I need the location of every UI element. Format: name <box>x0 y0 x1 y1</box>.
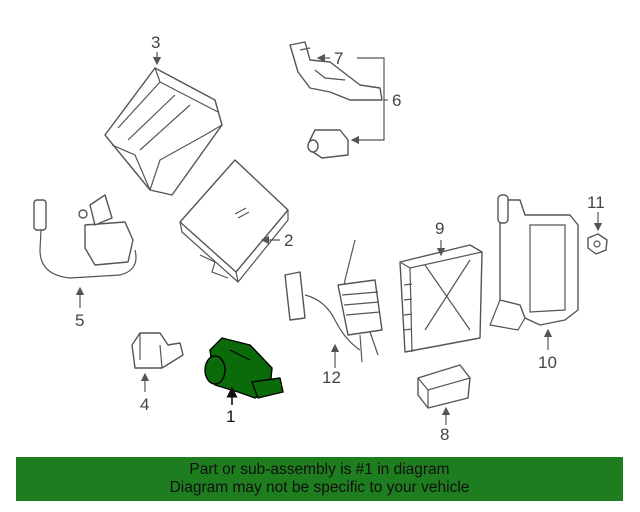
part-6-switch[interactable] <box>307 129 349 159</box>
part-10-frame[interactable] <box>489 194 579 331</box>
callout-2: 2 <box>284 231 293 250</box>
callout-4: 4 <box>140 395 149 414</box>
part-8-module[interactable] <box>417 364 471 409</box>
part-1-highlighted[interactable] <box>204 337 284 399</box>
part-9-fusebox[interactable] <box>399 244 483 353</box>
callout-3: 3 <box>151 33 160 52</box>
parts-diagram: 3 2 7 6 5 4 1 12 9 8 10 11 <box>33 33 608 444</box>
part-12-harness[interactable] <box>284 239 383 363</box>
callout-8: 8 <box>440 425 449 444</box>
callout-5: 5 <box>75 311 84 330</box>
part-2-module[interactable] <box>179 159 289 283</box>
part-7-bracket[interactable] <box>289 41 383 101</box>
part-3-housing[interactable] <box>104 67 223 196</box>
callout-9: 9 <box>435 219 444 238</box>
leader-lines <box>75 52 603 425</box>
callout-10: 10 <box>538 353 557 372</box>
info-banner: Part or sub-assembly is #1 in diagram Di… <box>16 457 623 501</box>
part-4-connector[interactable] <box>131 332 184 369</box>
banner-line-2: Diagram may not be specific to your vehi… <box>169 479 470 496</box>
callout-7: 7 <box>334 49 343 68</box>
callouts: 3 2 7 6 5 4 1 12 9 8 10 11 <box>75 33 605 444</box>
part-11-nut[interactable] <box>587 233 608 255</box>
callout-6: 6 <box>392 91 401 110</box>
callout-12: 12 <box>322 368 341 387</box>
part-5-sensor[interactable] <box>33 194 137 279</box>
callout-1: 1 <box>226 407 235 426</box>
banner-line-1: Part or sub-assembly is #1 in diagram <box>189 461 450 478</box>
callout-11: 11 <box>587 193 605 212</box>
